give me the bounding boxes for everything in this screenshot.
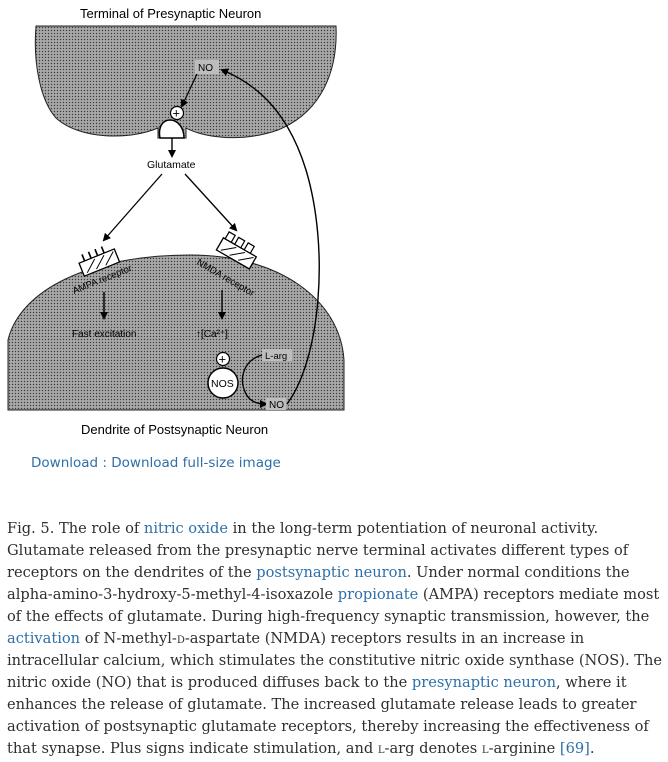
postsynaptic-dendrite bbox=[8, 255, 344, 410]
download-separator: : bbox=[98, 455, 111, 471]
plus-top-sign: + bbox=[173, 106, 181, 121]
plus-nos-sign: + bbox=[219, 352, 227, 367]
neuron-figure: Terminal of Presynaptic Neuron NO + Glut… bbox=[0, 0, 668, 450]
activation-link[interactable]: activation bbox=[7, 630, 80, 647]
download-bar: Download : Download full-size image bbox=[31, 455, 281, 471]
postsynaptic-neuron-link[interactable]: postsynaptic neuron bbox=[256, 564, 407, 581]
presynaptic-neuron-link[interactable]: presynaptic neuron bbox=[412, 674, 556, 691]
calcium-label: ↑[Ca²⁺] bbox=[196, 329, 228, 340]
fast-excitation-label: Fast excitation bbox=[72, 329, 136, 340]
nos-label: NOS bbox=[211, 378, 234, 390]
no-top-label: NO bbox=[198, 63, 213, 74]
glutamate-to-ampa-arrow bbox=[104, 174, 162, 240]
no-bottom-label: NO bbox=[269, 400, 284, 411]
download-full-size-link[interactable]: Download full-size image bbox=[111, 455, 281, 471]
presynaptic-title: Terminal of Presynaptic Neuron bbox=[80, 6, 261, 21]
l-arg-label: L-arg bbox=[265, 351, 287, 362]
propionate-link[interactable]: propionate bbox=[338, 586, 419, 603]
reference-69-link[interactable]: [69] bbox=[560, 740, 590, 757]
caption-text: . bbox=[590, 740, 595, 757]
caption-text: -arginine bbox=[489, 740, 560, 757]
glutamate-label: Glutamate bbox=[147, 159, 196, 171]
caption-text: of N-methyl- bbox=[80, 630, 177, 647]
caption-text: -arg denotes bbox=[385, 740, 482, 757]
caption-smallcaps-l: l bbox=[378, 740, 385, 757]
glutamate-to-nmda-arrow bbox=[185, 174, 236, 230]
caption-smallcaps-d: d bbox=[177, 630, 185, 647]
presynaptic-terminal bbox=[35, 26, 336, 138]
figure-caption: Fig. 5. The role of nitric oxide in the … bbox=[7, 518, 663, 760]
postsynaptic-title: Dendrite of Postsynaptic Neuron bbox=[81, 422, 268, 437]
nitric-oxide-link[interactable]: nitric oxide bbox=[144, 520, 228, 537]
caption-smallcaps-l: l bbox=[482, 740, 489, 757]
download-button[interactable]: Download bbox=[31, 455, 98, 471]
caption-text: Fig. 5. The role of bbox=[7, 520, 144, 537]
